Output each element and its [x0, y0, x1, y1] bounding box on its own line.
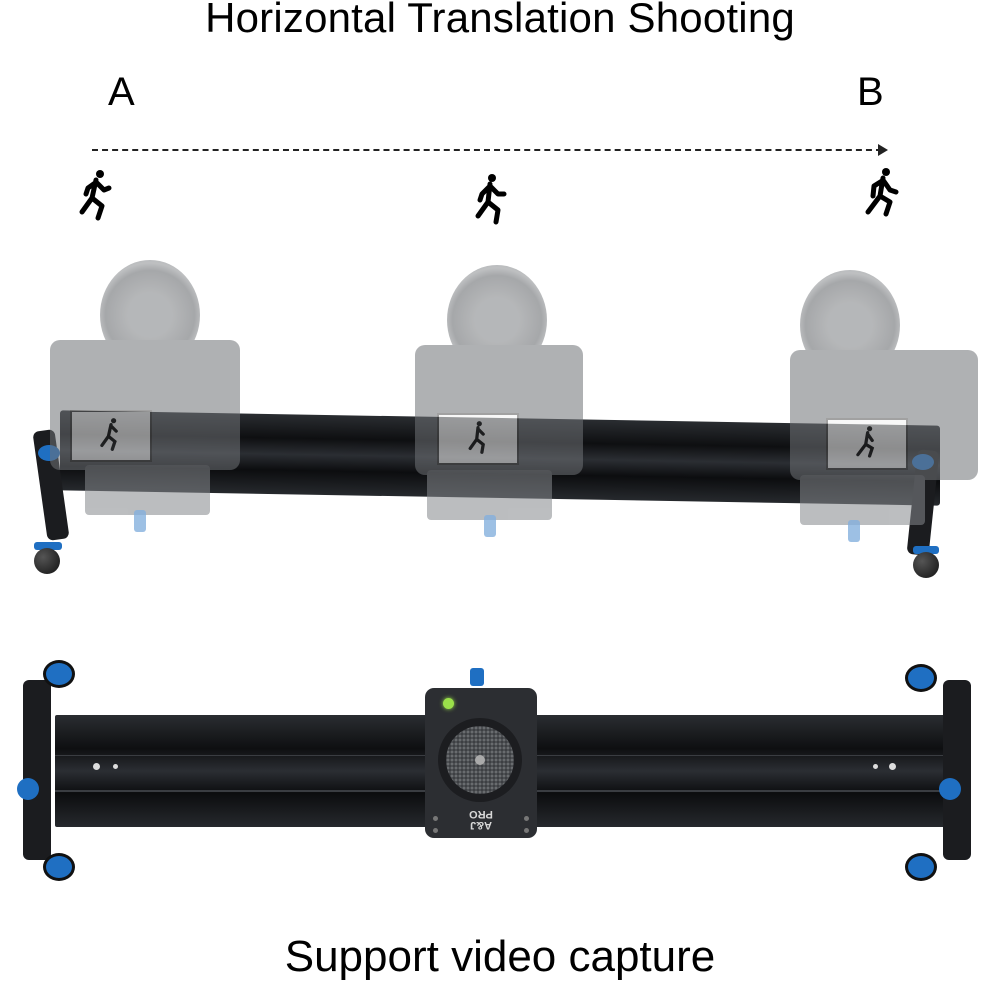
- camera-lcd-screen: [826, 418, 908, 470]
- carriage-lock-knob[interactable]: [470, 668, 484, 692]
- left-end-bracket: [23, 680, 51, 860]
- camera-mount-plate: [800, 475, 925, 525]
- carriage-plate[interactable]: A&J PRO: [425, 688, 537, 838]
- ball-foot: [913, 552, 939, 578]
- right-end-bracket: [943, 680, 971, 860]
- plate-lock-knob: [848, 520, 860, 542]
- arrow-head-icon: [878, 144, 888, 156]
- mount-ring: [438, 718, 522, 802]
- end-lock-knob-right[interactable]: [939, 778, 961, 800]
- running-person-icon: [475, 174, 507, 225]
- slider-top-view-illustration: A&J PRO: [15, 660, 985, 881]
- point-b-label: B: [857, 70, 884, 114]
- motion-path-line: [92, 149, 882, 151]
- running-person-icon: [468, 421, 485, 454]
- bubble-level-icon: [443, 698, 454, 709]
- leg-collar: [34, 542, 62, 550]
- camera-position-middle: [415, 265, 615, 537]
- brand-logo: A&J PRO: [469, 808, 493, 831]
- running-person-icon: [865, 168, 899, 217]
- leg-knob-bottom-left: [43, 853, 75, 881]
- camera-lcd-screen: [70, 410, 152, 462]
- running-person-icon: [79, 170, 112, 221]
- leg-knob-top-left: [43, 660, 75, 688]
- slider-with-cameras-illustration: [20, 250, 990, 590]
- end-lock-knob-left[interactable]: [17, 778, 39, 800]
- plate-lock-knob: [484, 515, 496, 537]
- plate-lock-knob: [134, 510, 146, 532]
- footer-caption: Support video capture: [284, 932, 716, 981]
- camera-mount-plate: [85, 465, 210, 515]
- camera-lcd-screen: [437, 413, 519, 465]
- camera-position-b: [790, 270, 990, 542]
- camera-position-a: [50, 260, 250, 532]
- running-person-icon: [100, 418, 118, 451]
- leg-collar: [913, 546, 939, 554]
- ball-foot: [34, 548, 60, 574]
- leg-knob-bottom-right: [905, 853, 937, 881]
- mounting-screw: [475, 755, 485, 765]
- page-title: Horizontal Translation Shooting: [205, 0, 795, 41]
- running-person-icon: [856, 426, 875, 458]
- leg-knob-top-right: [905, 664, 937, 692]
- camera-mount-plate: [427, 470, 552, 520]
- point-a-label: A: [108, 70, 135, 114]
